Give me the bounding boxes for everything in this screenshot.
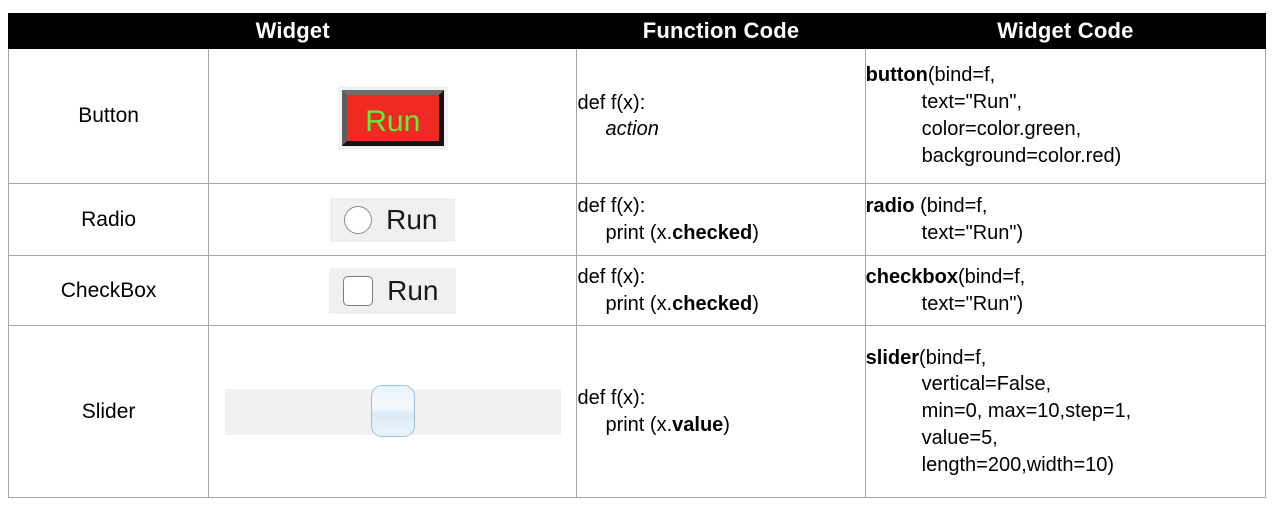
code-line: def f(x): <box>577 195 646 218</box>
code-line: radio (bind=f, <box>866 193 1265 220</box>
code-line: def f(x): <box>577 387 646 410</box>
code-keyword: value <box>672 413 724 436</box>
code-text: (bind=f, <box>957 265 1026 288</box>
radio-label: Run <box>386 203 438 235</box>
header-widget: Widget <box>7 13 578 49</box>
demo-cell-button: Run <box>208 48 578 184</box>
checkbox-square-icon[interactable] <box>343 275 374 306</box>
code-line: def f(x): <box>577 266 646 289</box>
widget-code-radio: radio (bind=f, text="Run") <box>864 183 1267 256</box>
code-text: ) <box>752 292 759 315</box>
code-line: color=color.green, <box>921 118 1082 140</box>
widget-reference-table: Widget Function Code Widget Code Button … <box>7 13 1267 498</box>
code-line: print (x.checked) <box>577 291 864 317</box>
code-text: print (x. <box>605 413 673 436</box>
radio-control[interactable]: Run <box>344 203 438 235</box>
code-line: min=0, max=10,step=1, <box>921 400 1132 423</box>
demo-cell-radio: Run <box>208 183 578 256</box>
widget-code-checkbox: checkbox(bind=f, text="Run") <box>864 255 1267 326</box>
widget-code-slider: slider(bind=f, vertical=False, min=0, ma… <box>864 325 1267 498</box>
code-keyword: checked <box>672 221 753 244</box>
function-code-button: def f(x): action <box>576 48 866 184</box>
slider-track[interactable] <box>370 385 415 437</box>
code-line: length=200,width=10) <box>921 453 1115 476</box>
code-keyword: checked <box>672 292 753 315</box>
code-line: background=color.red) <box>921 144 1122 167</box>
function-code-radio: def f(x): print (x.checked) <box>576 183 866 256</box>
row-label-button: Button <box>7 48 210 184</box>
demo-cell-checkbox: Run <box>208 255 578 326</box>
slider-panel <box>224 385 561 437</box>
code-line: button(bind=f, <box>866 62 1265 89</box>
code-keyword: radio <box>865 194 915 217</box>
widget-code-button: button(bind=f, text="Run", color=color.g… <box>864 48 1267 184</box>
code-line: text="Run", <box>921 91 1023 114</box>
table-row-slider: Slider def f(x): print (x.value) slider(… <box>7 325 1267 498</box>
function-code-slider: def f(x): print (x.value) <box>576 325 866 498</box>
code-keyword: checkbox <box>865 265 958 288</box>
row-label-checkbox: CheckBox <box>7 255 210 326</box>
code-line: def f(x): <box>577 91 646 114</box>
row-label-radio: Radio <box>7 183 210 256</box>
code-line: text="Run") <box>921 292 1024 315</box>
code-line: action <box>605 118 659 140</box>
slider-handle[interactable] <box>370 385 415 437</box>
code-text: (bind=f, <box>927 64 996 87</box>
code-line: slider(bind=f, <box>866 345 1265 372</box>
code-keyword: slider <box>865 346 920 369</box>
header-function-code: Function Code <box>576 13 866 49</box>
code-text: (bind=f, <box>914 194 988 217</box>
code-text: print (x. <box>605 292 673 315</box>
code-text: print (x. <box>605 221 673 244</box>
code-text: ) <box>723 413 730 436</box>
checkbox-control[interactable]: Run <box>343 274 439 306</box>
table-row-button: Button Run def f(x): action button(bind=… <box>7 48 1267 184</box>
header-widget-code: Widget Code <box>864 13 1267 49</box>
checkbox-label: Run <box>387 274 439 306</box>
demo-cell-slider <box>208 325 578 498</box>
checkbox-panel: Run <box>329 267 457 314</box>
code-line: text="Run") <box>921 221 1024 244</box>
code-line: checkbox(bind=f, <box>866 264 1265 291</box>
table-row-radio: Radio Run def f(x): print (x.checked) ra… <box>7 183 1267 256</box>
code-text: ) <box>752 221 759 244</box>
radio-circle-icon[interactable] <box>344 205 373 234</box>
radio-panel: Run <box>330 197 456 242</box>
table-row-checkbox: CheckBox Run def f(x): print (x.checked)… <box>7 255 1267 326</box>
code-line: value=5, <box>921 426 998 449</box>
code-keyword: button <box>865 64 928 87</box>
code-text: (bind=f, <box>919 346 987 369</box>
table-header-row: Widget Function Code Widget Code <box>7 13 1267 49</box>
run-button[interactable]: Run <box>337 86 448 150</box>
code-line: print (x.value) <box>577 412 864 438</box>
code-line: vertical=False, <box>921 373 1052 396</box>
function-code-checkbox: def f(x): print (x.checked) <box>576 255 866 326</box>
code-line: print (x.checked) <box>577 220 864 246</box>
row-label-slider: Slider <box>7 325 210 498</box>
